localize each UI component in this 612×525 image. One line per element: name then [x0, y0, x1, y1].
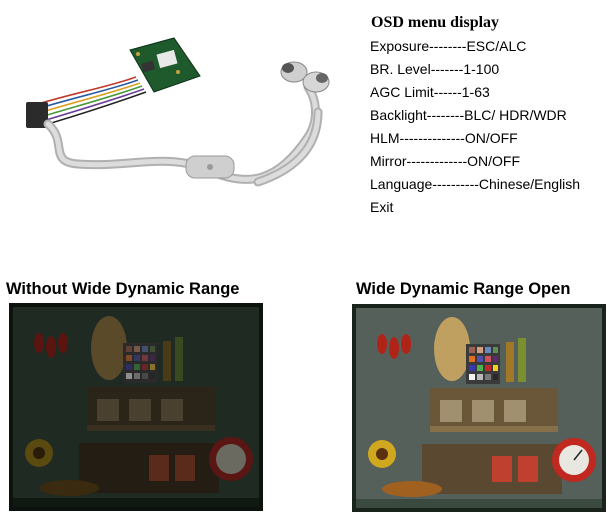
- osd-item-exposure: Exposure--------ESC/ALC: [370, 38, 527, 54]
- osd-menu-list: Exposure--------ESC/ALC BR. Level-------…: [370, 35, 580, 219]
- video-cable: [43, 82, 323, 187]
- osd-item-hlm: HLM--------------ON/OFF: [370, 130, 518, 146]
- osd-item-language: Language----------Chinese/English: [370, 176, 581, 192]
- osd-item-exit: Exit: [370, 199, 394, 215]
- osd-menu-title: OSD menu display: [371, 14, 500, 31]
- pcb-board: [129, 37, 201, 93]
- caption-without-wdr: Without Wide Dynamic Range: [6, 280, 240, 298]
- rca-connector: [280, 61, 308, 83]
- scene-photo-wdr-open: [352, 304, 606, 512]
- osd-item-mirror: Mirror-------------ON/OFF: [370, 153, 521, 169]
- wire-connector: [26, 102, 48, 128]
- osd-item-br-level: BR. Level-------1-100: [370, 61, 500, 77]
- wire-bundle: [37, 76, 147, 125]
- power-connector: [302, 71, 330, 93]
- caption-wdr-open: Wide Dynamic Range Open: [356, 280, 571, 298]
- osd-item-backlight: Backlight--------BLC/ HDR/WDR: [370, 107, 567, 123]
- scene-photo-without-wdr: [9, 303, 263, 511]
- osd-item-agc-limit: AGC Limit------1-63: [370, 84, 490, 100]
- camera-module-photo: [26, 37, 330, 187]
